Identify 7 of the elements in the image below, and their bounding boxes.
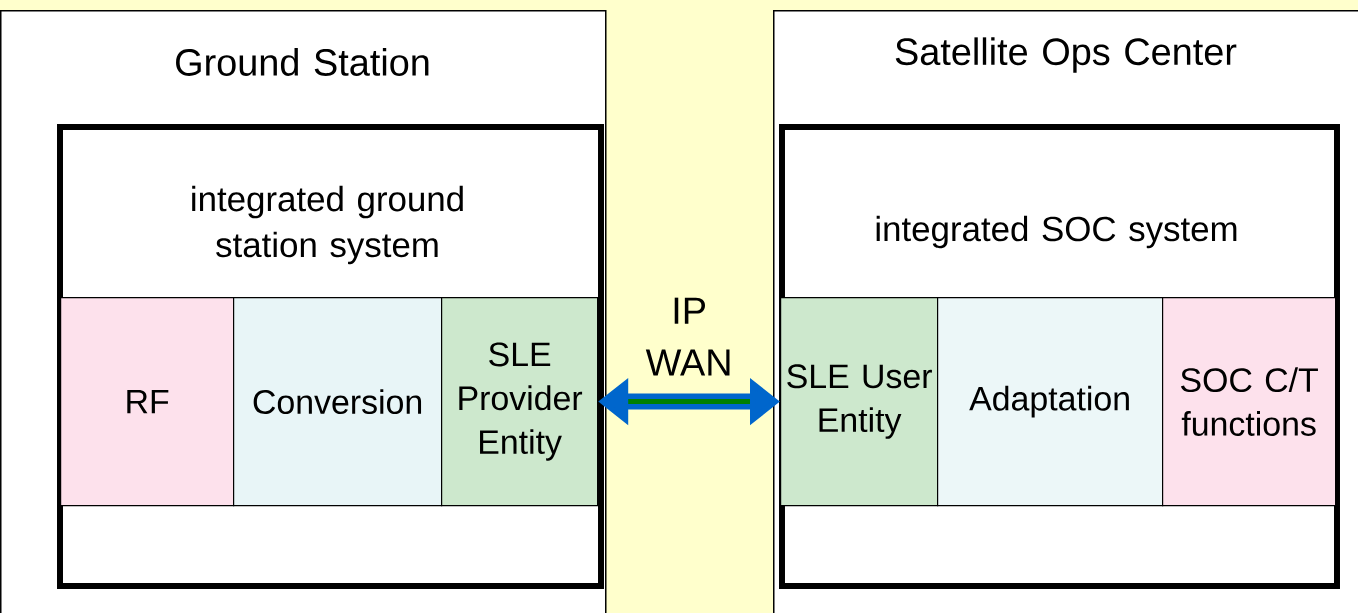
module-box: Conversion xyxy=(233,297,443,507)
module-box: RF xyxy=(60,297,235,507)
module-box: SLE Provider Entity xyxy=(441,297,599,507)
module-box: SLE User Entity xyxy=(780,297,939,507)
module-box: SOC C/T functions xyxy=(1162,297,1337,507)
edge-label: IP WAN xyxy=(645,297,730,376)
module-box: Adaptation xyxy=(937,297,1164,507)
